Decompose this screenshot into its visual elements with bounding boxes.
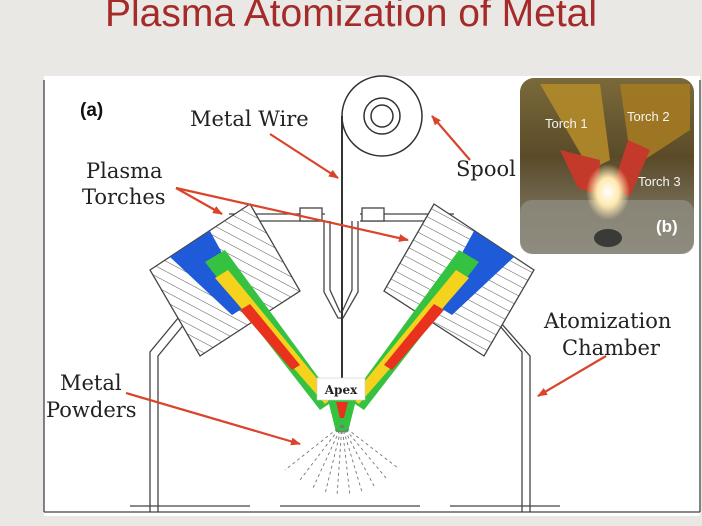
panel-a-label: (a) (80, 100, 103, 121)
plasma-torches-label-line1: Plasma (86, 159, 163, 183)
right-plasma-torch (349, 203, 535, 410)
spool-icon (341, 75, 423, 157)
metal-powders-label-line2: Powders (46, 398, 137, 422)
metal-wire-label: Metal Wire (190, 107, 309, 131)
apex-label-box (316, 377, 366, 401)
apex-plume (328, 400, 356, 432)
metal-powder-spray (284, 424, 399, 497)
plasma-torches-label-line2: Torches (82, 185, 166, 209)
atomization-chamber-label-line1: Atomization (543, 309, 671, 333)
metal-powders-label-line1: Metal (60, 371, 122, 395)
spool-label: Spool (456, 157, 516, 181)
slide-title: Plasma Atomization of Metal (104, 0, 598, 35)
torch-1-label: Torch 1 (545, 116, 588, 131)
atomization-chamber-label-line2: Chamber (562, 336, 661, 360)
annotation-arrows (125, 115, 607, 446)
left-plasma-torch (149, 203, 335, 410)
apex-label: Apex (324, 383, 358, 397)
torch-3-label: Torch 3 (638, 174, 681, 189)
photo-inset: Torch 1 Torch 2 Torch 3 (b) (520, 78, 694, 254)
panel-b-label: (b) (656, 217, 678, 236)
torch-2-label: Torch 2 (627, 109, 670, 124)
